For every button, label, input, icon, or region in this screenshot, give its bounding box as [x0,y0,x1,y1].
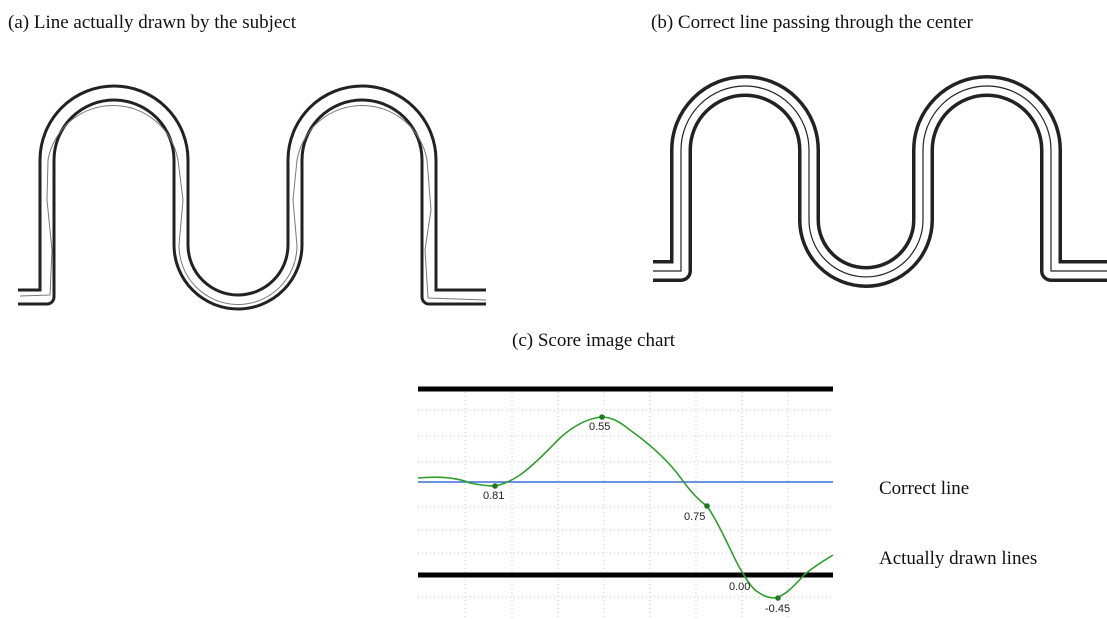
drawn-line-markers [492,414,781,601]
marker-point-1 [492,483,498,489]
point-label-2: 0.55 [589,421,610,433]
chart-grid [418,388,833,619]
panel-a-drawn-line [19,104,487,305]
point-label-1: 0.81 [483,490,504,502]
point-label-4: 0.00 [729,581,750,593]
panel-a-inner-gap [18,87,486,308]
caption-c: (c) Score image chart [512,330,675,351]
score-chart: 0.81 0.55 0.75 0.00 -0.45 [417,386,834,619]
drawn-line [417,416,834,599]
marker-point-3 [704,503,710,509]
panel-b-track [653,75,1107,288]
point-label-5: -0.45 [765,603,790,615]
legend-correct-line: Correct line [879,478,970,499]
panel-a-track [18,84,487,311]
marker-point-2 [599,414,605,420]
point-label-3: 0.75 [684,511,705,523]
panel-b-inner-gap [653,78,1107,285]
caption-b: (b) Correct line passing through the cen… [651,12,973,33]
caption-a: (a) Line actually drawn by the subject [8,12,297,33]
marker-point-4 [775,595,781,601]
legend-drawn-lines: Actually drawn lines [879,548,1038,569]
panel-b-center-line [653,85,1107,278]
